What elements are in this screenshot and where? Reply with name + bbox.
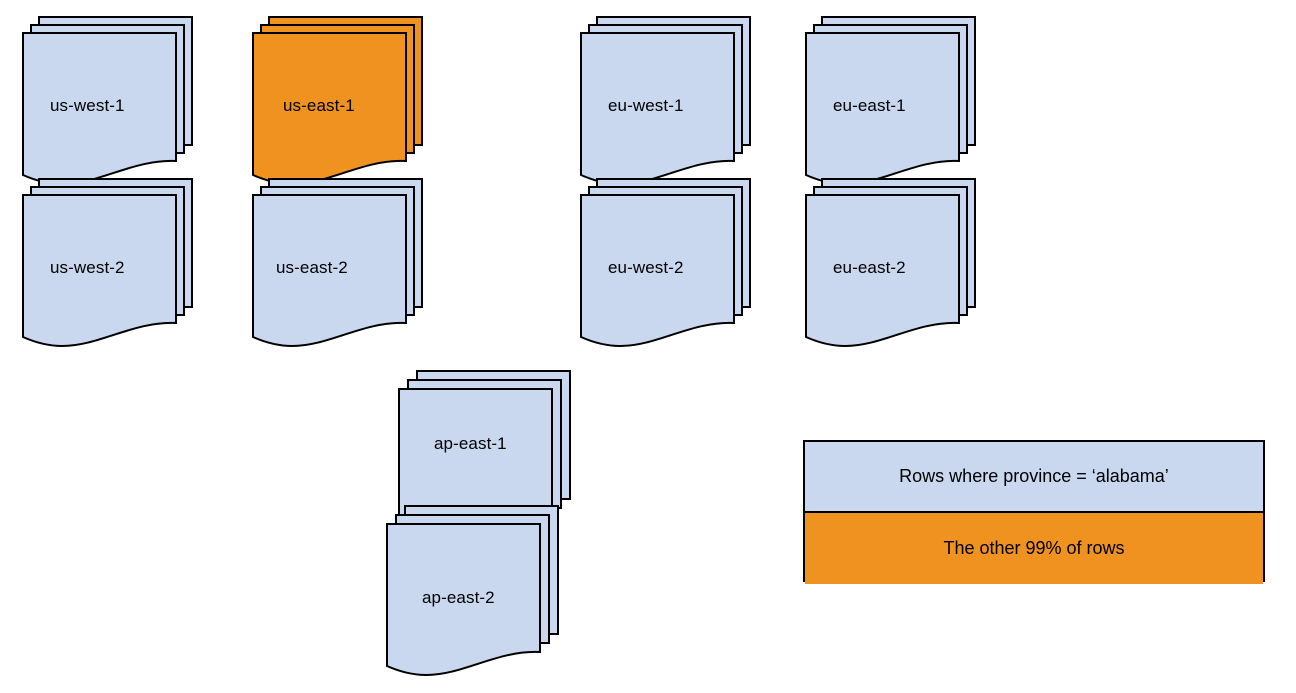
- region-stack-shape-eu-east-2: [805, 178, 976, 348]
- region-card-layer-3: [386, 523, 541, 677]
- region-card-layer-3: [22, 32, 177, 186]
- legend: Rows where province = ‘alabama’ The other…: [803, 440, 1265, 584]
- legend-row-other-text: The other 99% of rows: [943, 538, 1125, 558]
- region-stack-shape-eu-east-1: [805, 16, 976, 186]
- region-stack-shape-eu-west-2: [580, 178, 751, 348]
- region-card-layer-3: [580, 32, 735, 186]
- region-stack-eu-east-1[interactable]: [805, 16, 980, 202]
- region-stack-ap-east-2[interactable]: [386, 505, 563, 693]
- region-card-layer-3: [805, 32, 960, 186]
- region-stack-us-east-2[interactable]: [252, 178, 427, 364]
- region-stack-ap-east-1[interactable]: [398, 370, 575, 558]
- legend-row-alabama-text: Rows where province = ‘alabama’: [899, 466, 1169, 486]
- region-stack-shape-eu-west-1: [580, 16, 751, 186]
- region-stack-us-west-1[interactable]: [22, 16, 197, 202]
- legend-row-other: The other 99% of rows: [805, 513, 1263, 584]
- region-card-layer-3: [580, 194, 735, 348]
- region-card-layer-3: [252, 194, 407, 348]
- region-stack-eu-west-1[interactable]: [580, 16, 755, 202]
- region-card-layer-3: [22, 194, 177, 348]
- region-card-layer-3: [252, 32, 407, 186]
- region-stack-us-east-1[interactable]: [252, 16, 427, 202]
- region-stack-us-west-2[interactable]: [22, 178, 197, 364]
- region-stack-shape-us-west-2: [22, 178, 193, 348]
- region-stack-eu-west-2[interactable]: [580, 178, 755, 364]
- region-stack-shape-us-east-2: [252, 178, 423, 348]
- region-stack-shape-ap-east-2: [386, 505, 559, 677]
- legend-row-alabama: Rows where province = ‘alabama’: [805, 442, 1263, 513]
- region-stack-eu-east-2[interactable]: [805, 178, 980, 364]
- region-stack-shape-us-east-1: [252, 16, 423, 186]
- region-card-layer-3: [805, 194, 960, 348]
- region-stack-shape-ap-east-1: [398, 370, 571, 542]
- region-stack-shape-us-west-1: [22, 16, 193, 186]
